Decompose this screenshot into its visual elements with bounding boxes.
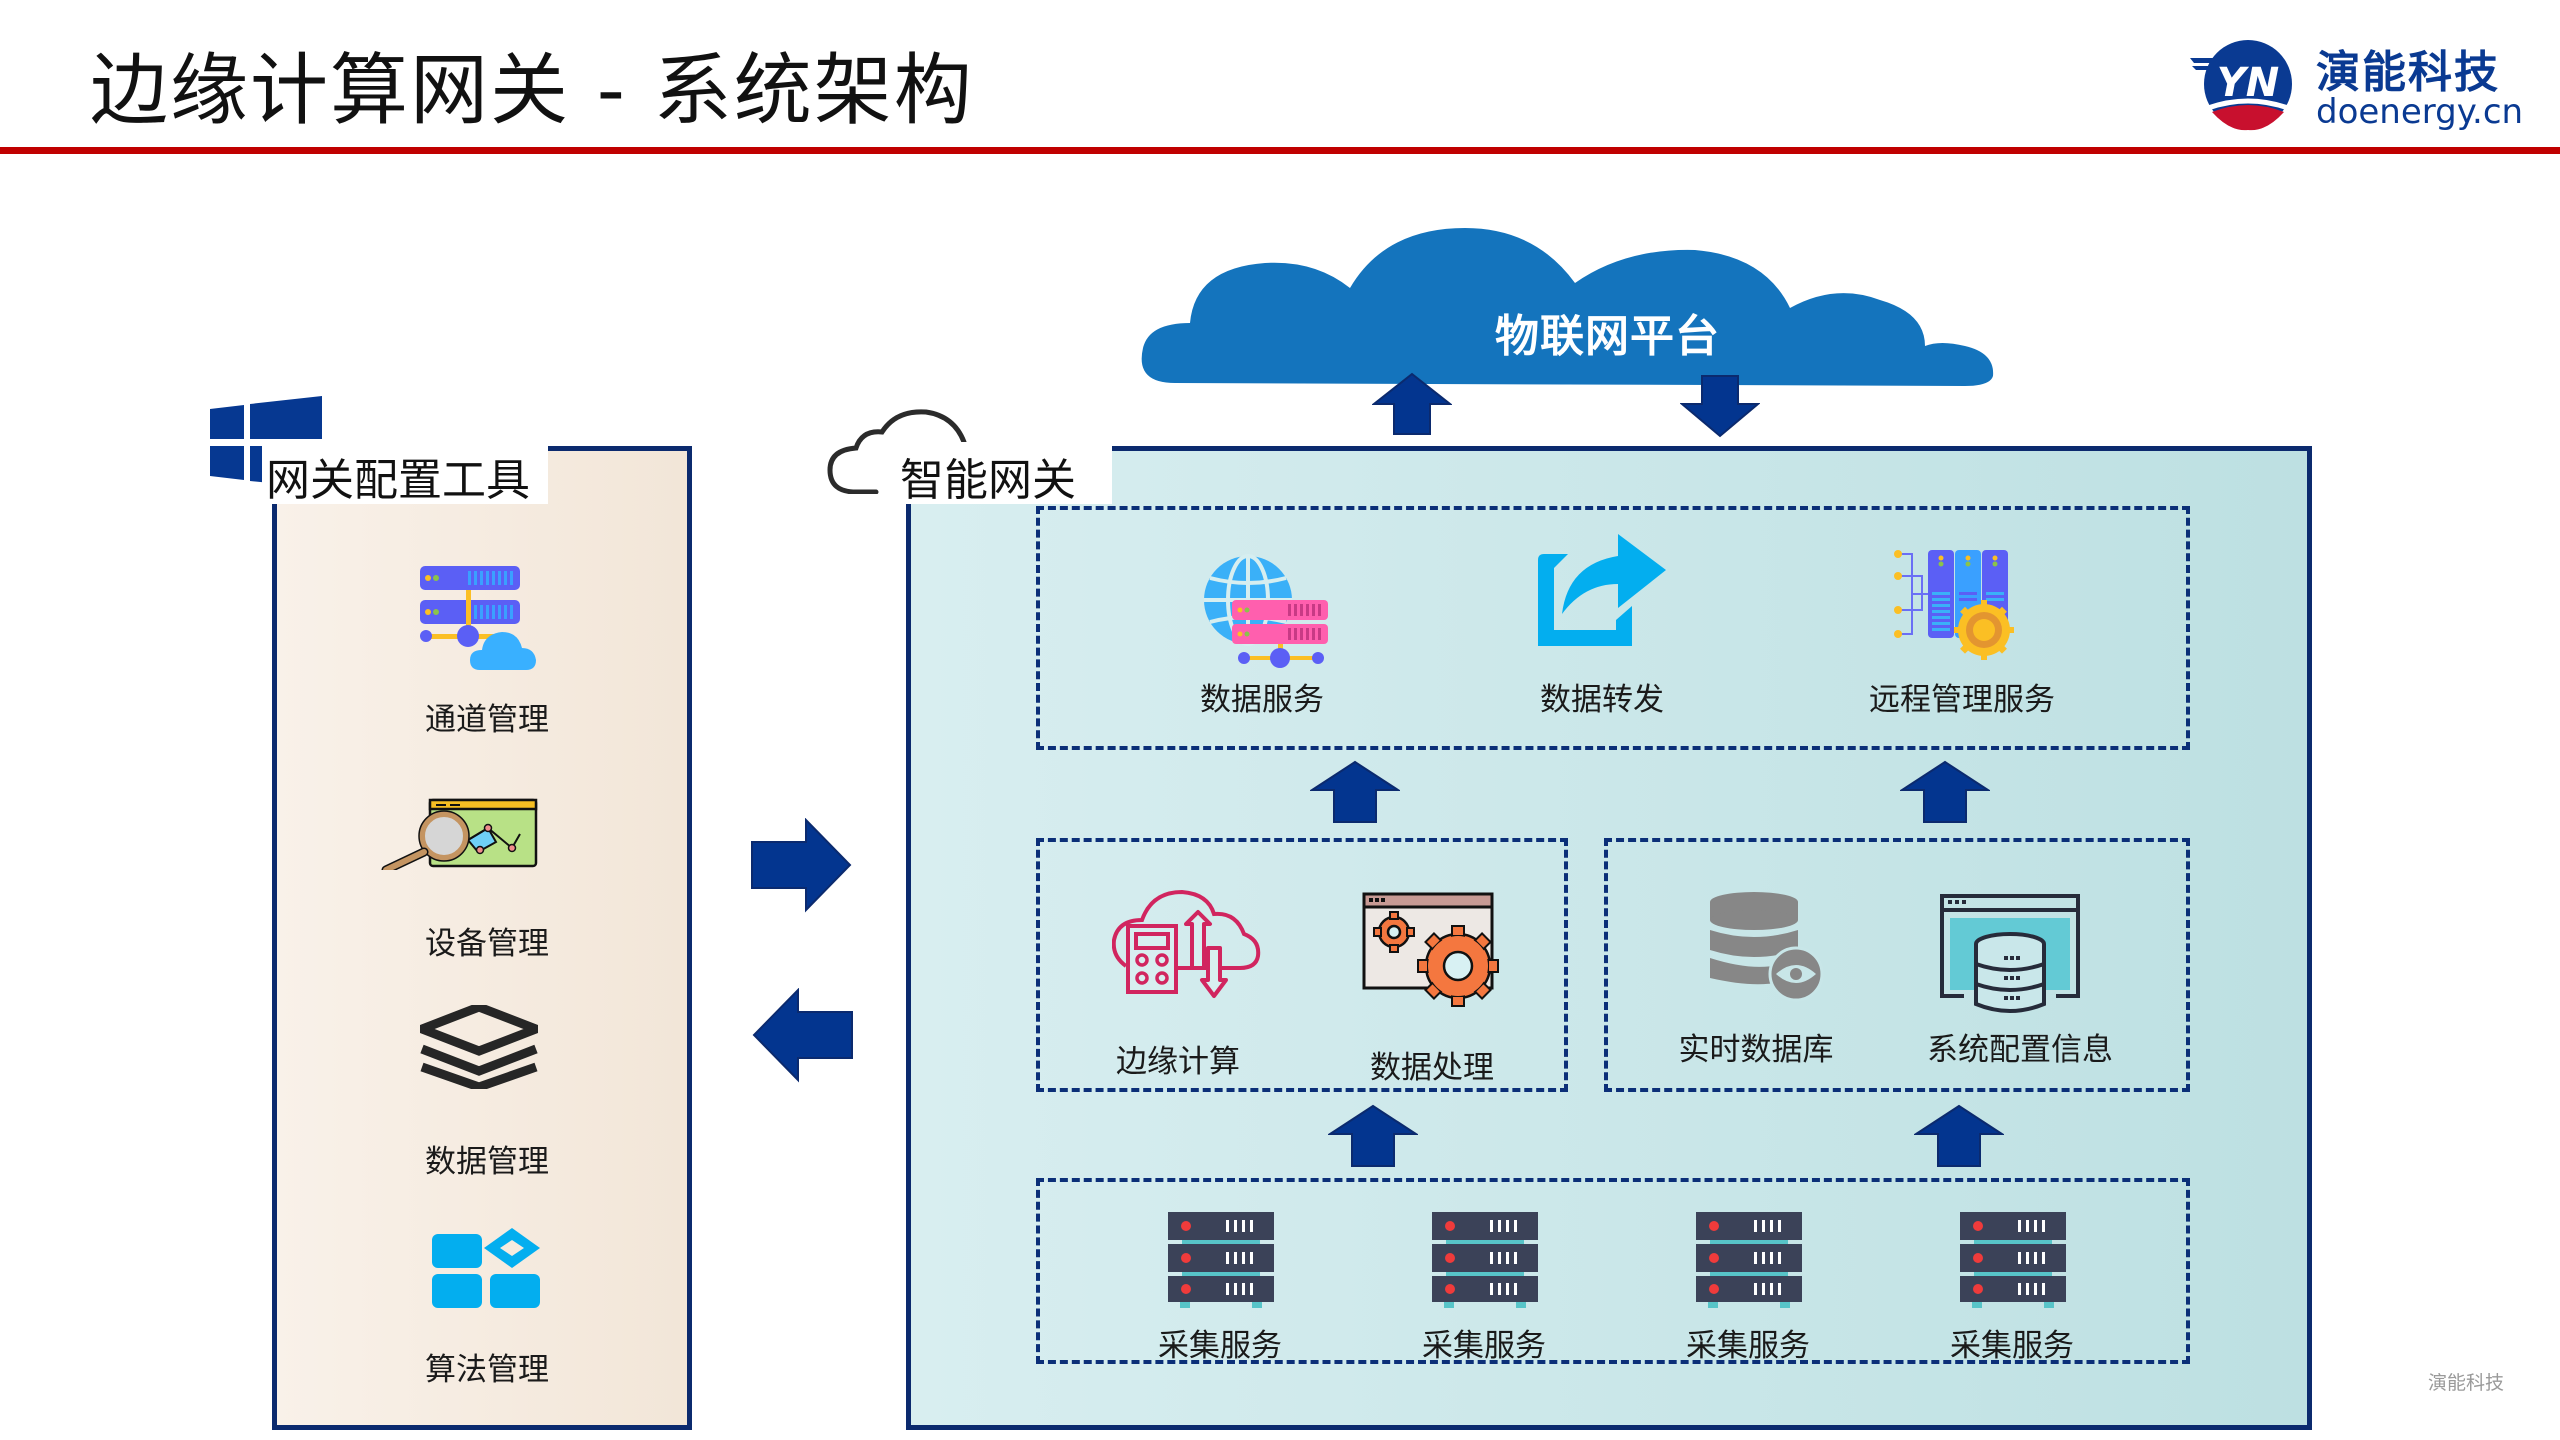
server-cloud-icon [418, 562, 542, 678]
gateway-title: 智能网关 [900, 455, 1076, 506]
arrow-down-from-cloud [1680, 374, 1760, 438]
server-rack-icon [1696, 1212, 1802, 1314]
layers-icon [409, 1002, 549, 1093]
service-layer-group [1036, 506, 2190, 750]
brand-logo-icon: YN [2190, 36, 2300, 132]
collection-label: 采集服务 [1686, 1328, 1810, 1364]
arrow-up-compute-to-service [1310, 760, 1400, 824]
collection-label: 采集服务 [1422, 1328, 1546, 1364]
app-grid-icon [432, 1228, 548, 1312]
iot-platform-label: 物联网平台 [1495, 311, 1720, 362]
brand-name: 演能科技 [2316, 47, 2500, 98]
server-rack-icon [1960, 1212, 2066, 1314]
collection-label: 采集服务 [1950, 1328, 2074, 1364]
compute-label: 数据处理 [1370, 1050, 1494, 1086]
server-rack-icon [1168, 1212, 1274, 1314]
compute-label: 边缘计算 [1116, 1044, 1240, 1080]
cloud-icon [1141, 228, 1994, 386]
server-rack-icon [1432, 1212, 1538, 1314]
gateway-title-bg [896, 442, 1112, 504]
server-gear-icon [1894, 550, 2014, 666]
arrow-up-collect-to-storage [1914, 1104, 2004, 1168]
collection-layer-group [1036, 1178, 2190, 1364]
arrow-right-to-gateway [750, 818, 852, 914]
config-item-label: 通道管理 [425, 702, 549, 738]
cloud-calculator-icon [1111, 884, 1262, 1006]
brand-url: doenergy.cn [2316, 92, 2524, 132]
header-divider [0, 147, 2560, 154]
footer-watermark: 演能科技 [2428, 1372, 2505, 1394]
compute-layer-group [1036, 838, 1568, 1092]
globe-server-icon [1192, 554, 1332, 674]
window-database-icon [1938, 894, 2082, 1022]
storage-label: 实时数据库 [1678, 1032, 1834, 1068]
arrow-up-storage-to-service [1900, 760, 1990, 824]
service-label: 远程管理服务 [1869, 682, 2055, 718]
config-item-label: 算法管理 [425, 1352, 549, 1388]
service-label: 数据服务 [1200, 682, 1324, 718]
storage-label: 系统配置信息 [1927, 1032, 2113, 1068]
iot-platform-cloud: 物联网平台 [1135, 228, 2115, 388]
cloud-outline-icon [826, 404, 976, 498]
arrow-up-collect-to-compute [1328, 1104, 1418, 1168]
window-gears-icon [1362, 892, 1504, 1012]
arrow-up-to-cloud [1372, 372, 1452, 436]
logo-letters: YN [2217, 60, 2279, 106]
config-item-label: 设备管理 [425, 926, 549, 962]
service-label: 数据转发 [1540, 682, 1664, 718]
magnifier-chart-icon [378, 790, 542, 875]
database-eye-icon [1708, 892, 1828, 1008]
config-tool-title: 网关配置工具 [266, 455, 530, 506]
config-item-label: 数据管理 [425, 1144, 549, 1180]
storage-layer-group [1604, 838, 2190, 1092]
share-icon [1538, 534, 1666, 656]
page-title: 边缘计算网关 - 系统架构 [90, 46, 974, 136]
collection-label: 采集服务 [1158, 1328, 1282, 1364]
config-tool-title-bg [262, 442, 548, 504]
arrow-left-to-config [752, 988, 854, 1084]
